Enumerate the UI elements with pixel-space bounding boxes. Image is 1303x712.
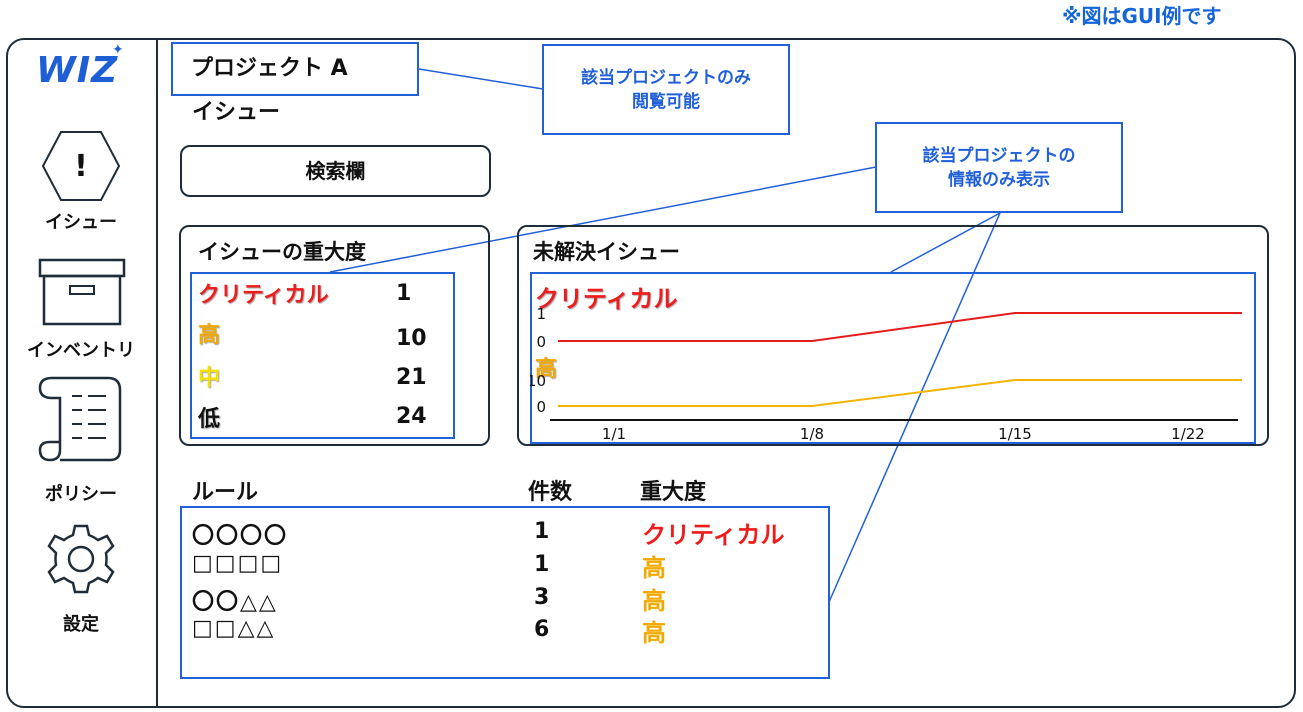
page-title: イシュー	[192, 100, 281, 125]
sidebar-item-label: インベントリ	[27, 340, 135, 361]
series-line-1	[558, 379, 1242, 407]
unresolved-issues-panel	[517, 225, 1269, 446]
severity-count-low: 24	[396, 404, 427, 429]
rule-count: 1	[534, 552, 550, 577]
sidebar-item-label: イシュー	[45, 212, 117, 233]
sparkle-icon: ✦	[112, 42, 124, 58]
table-row[interactable]: 〇〇〇〇 1 クリティカル	[192, 518, 812, 550]
severity-label-medium[interactable]: 中	[198, 366, 221, 391]
severity-label-critical[interactable]: クリティカル	[198, 283, 329, 308]
callout-project-only: 該当プロジェクトのみ 閲覧可能	[542, 44, 790, 135]
gear-icon	[42, 522, 156, 596]
rules-header-rule: ルール	[192, 480, 259, 505]
rule-severity: クリティカル	[642, 521, 785, 549]
rule-name: □□□□	[192, 551, 284, 576]
table-row[interactable]: □□□□ 1 高	[192, 551, 812, 583]
svg-text:!: !	[74, 149, 88, 184]
sidebar-item-issues[interactable]: ! イシュー	[6, 130, 156, 234]
y-tick-label: 1	[536, 305, 546, 323]
archive-box-icon	[38, 258, 156, 328]
y-tick-label: 10	[530, 372, 546, 390]
severity-panel-title: イシューの重大度	[198, 240, 366, 264]
gui-example-note: ※図はGUI例です	[1062, 4, 1222, 28]
app-window	[6, 38, 1296, 708]
sidebar-item-settings[interactable]: 設定	[6, 522, 156, 636]
x-tick-label: 1/22	[1171, 425, 1205, 443]
rule-name: □□△△	[192, 616, 276, 641]
x-tick-label: 1/1	[602, 425, 626, 443]
rule-severity: 高	[642, 554, 666, 582]
table-row[interactable]: 〇〇△△ 3 高	[192, 584, 812, 616]
severity-panel	[179, 225, 490, 446]
severity-count-high: 10	[396, 326, 427, 351]
rule-severity: 高	[642, 587, 666, 615]
rules-header-count: 件数	[528, 480, 573, 505]
sidebar-item-policy[interactable]: ポリシー	[6, 374, 156, 506]
wiz-logo[interactable]: WIZ	[36, 50, 119, 91]
severity-count-medium: 21	[396, 365, 427, 390]
severity-label-low[interactable]: 低	[198, 407, 221, 432]
severity-list	[190, 272, 455, 439]
y-tick-label: 0	[536, 398, 546, 416]
unresolved-chart-frame	[530, 272, 1256, 444]
project-title[interactable]: プロジェクト A	[171, 42, 419, 96]
callout-project-info: 該当プロジェクトの 情報のみ表示	[875, 122, 1123, 213]
search-input[interactable]: 検索欄	[180, 145, 491, 197]
rules-table	[180, 506, 830, 679]
scroll-icon	[38, 374, 156, 464]
x-tick-label: 1/15	[998, 425, 1032, 443]
severity-label-high[interactable]: 高	[198, 323, 221, 348]
chart-label-critical: クリティカル	[535, 285, 678, 313]
y-tick-label: 0	[536, 333, 546, 351]
rule-name: 〇〇〇〇	[192, 524, 289, 549]
rules-header-severity: 重大度	[640, 480, 707, 505]
table-row[interactable]: □□△△ 6 高	[192, 616, 812, 648]
rule-name: 〇〇△△	[192, 590, 278, 615]
sidebar-item-inventory[interactable]: インベントリ	[6, 258, 156, 362]
sidebar-item-label: 設定	[63, 614, 99, 635]
rule-count: 3	[534, 585, 550, 610]
severity-count-critical: 1	[396, 281, 412, 306]
sidebar-divider	[156, 39, 158, 707]
sidebar-item-label: ポリシー	[45, 484, 117, 505]
alert-hexagon-icon: !	[41, 130, 156, 202]
unresolved-panel-title: 未解決イシュー	[533, 240, 680, 264]
x-tick-label: 1/8	[800, 425, 824, 443]
chart-label-high: 高	[535, 357, 558, 382]
rule-severity: 高	[642, 619, 666, 647]
series-line-0	[558, 312, 1242, 342]
rule-count: 1	[534, 519, 550, 544]
rule-count: 6	[534, 617, 550, 642]
